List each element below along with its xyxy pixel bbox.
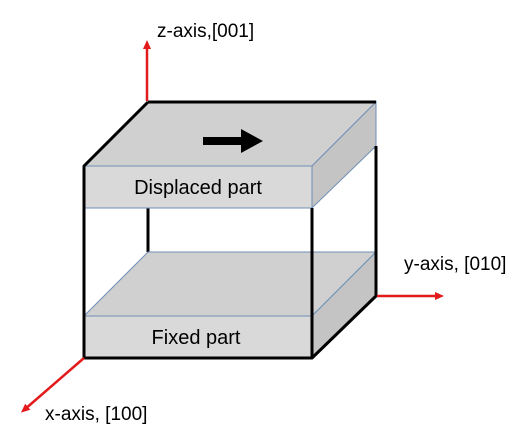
- x-axis-arrow: [20, 357, 85, 413]
- cube-right-back-edge: [84, 146, 378, 360]
- right-arrow-icon: [203, 129, 263, 153]
- fixed-slab-front-face: [83, 315, 313, 359]
- x-axis-label: x-axis, [100]: [45, 404, 147, 425]
- displaced-slab-front-face: [83, 165, 313, 209]
- z-axis-label: z-axis,[001]: [157, 21, 254, 42]
- y-axis-label: y-axis, [010]: [404, 254, 506, 275]
- displaced-part-label: Displaced part: [134, 177, 262, 199]
- cube-frame: [82, 100, 378, 360]
- displaced-part-slab: [82, 100, 378, 210]
- cube-left-top-edge: [82, 100, 150, 358]
- fixed-part-label: Fixed part: [152, 327, 241, 349]
